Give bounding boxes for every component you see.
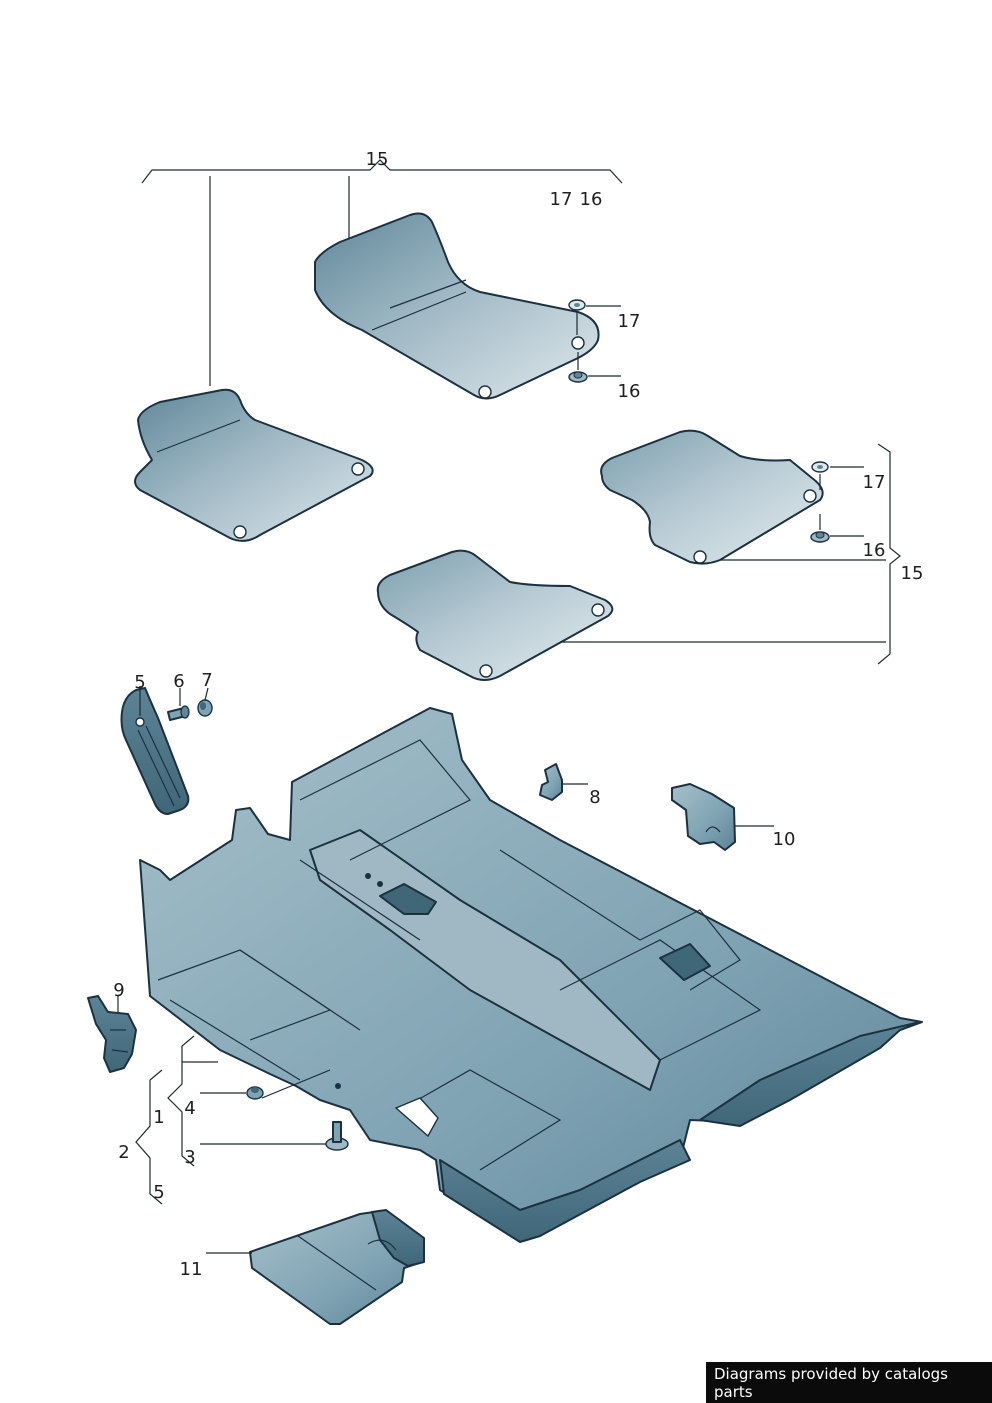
- callout-4: 4: [184, 1098, 195, 1119]
- callout-2: 2: [118, 1142, 129, 1163]
- front-left-floor-mat: [134, 388, 374, 542]
- bracket-part-10: [671, 783, 736, 851]
- callout-16-rear-right: 16: [863, 540, 886, 561]
- callout-17-header: 17: [550, 189, 573, 210]
- fastener-clip-bottom-1: [568, 352, 588, 383]
- callout-16-front-right: 16: [618, 381, 641, 402]
- front-right-floor-mat: [314, 212, 600, 400]
- sill-panel-part-5: [120, 687, 190, 815]
- callout-17-front-right: 17: [618, 311, 641, 332]
- fastener-clip-bottom-2: [810, 514, 830, 543]
- callout-1: 1: [153, 1107, 164, 1128]
- callout-5-bottom: 5: [153, 1182, 164, 1203]
- callout-16-header: 16: [580, 189, 603, 210]
- credit-banner: Diagrams provided by catalogs parts: [706, 1362, 992, 1403]
- callout-15-top: 15: [366, 149, 389, 170]
- brace-2: [135, 1069, 163, 1205]
- rear-left-floor-mat: [376, 549, 614, 681]
- main-floor-carpet: [139, 707, 923, 1243]
- callout-11: 11: [180, 1259, 203, 1280]
- callout-17-rear-right: 17: [863, 472, 886, 493]
- insulation-pad-part-11: [249, 1209, 425, 1325]
- fastener-clip-top-2: [811, 461, 829, 490]
- rear-right-floor-mat: [600, 429, 824, 565]
- callout-8: 8: [589, 787, 600, 808]
- callout-5-top: 5: [134, 672, 145, 693]
- clip-part-7: [197, 687, 213, 717]
- callout-15-right: 15: [901, 563, 924, 584]
- callout-labels: 15 17 16 17 16 17 16 15 5 6 7 8 10 9 1 4…: [113, 149, 923, 1280]
- brace-15-top: [141, 159, 623, 184]
- screw-part-6: [167, 688, 190, 721]
- fastener-clip-top-1: [568, 299, 586, 335]
- bracket-part-8: [539, 763, 563, 801]
- callout-9: 9: [113, 980, 124, 1001]
- callout-10: 10: [773, 829, 796, 850]
- callout-7: 7: [201, 670, 212, 691]
- brace-1: [167, 1035, 195, 1167]
- fastener-part-4: [246, 1069, 331, 1100]
- brace-15-right: [877, 443, 901, 665]
- fastener-part-3: [325, 1121, 349, 1151]
- callout-6: 6: [173, 671, 184, 692]
- callout-3: 3: [184, 1147, 195, 1168]
- bracket-part-9: [87, 995, 137, 1073]
